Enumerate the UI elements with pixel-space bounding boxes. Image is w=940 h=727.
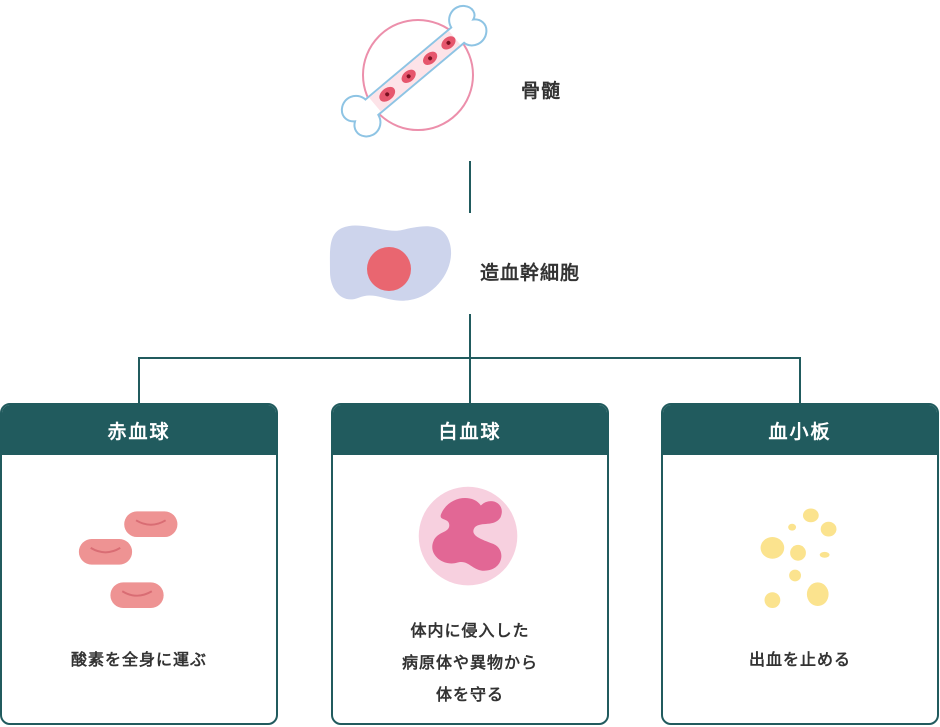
desc-line: 出血を止める: [748, 650, 851, 669]
white-blood-cell-icon: [418, 486, 518, 586]
card-description: 酸素を全身に運ぶ: [2, 644, 276, 676]
desc-line: 体を守る: [435, 685, 504, 704]
bone-marrow-icon: [340, 4, 488, 138]
platelet-icon: [760, 508, 837, 609]
card-white-blood-cell: 白血球 体内に侵入した 病原体や異物から 体を守る: [331, 403, 609, 725]
red-blood-cell-icon: [78, 511, 178, 609]
card-platelet: 血小板 出血を止める: [661, 403, 939, 725]
stem-cell-icon: [329, 225, 452, 301]
desc-line: 酸素を全身に運ぶ: [70, 650, 207, 669]
card-red-blood-cell: 赤血球 酸素を全身に運ぶ: [0, 403, 278, 725]
stem-cell-label: 造血幹細胞: [480, 262, 581, 284]
desc-line: 体内に侵入した: [410, 621, 530, 640]
card-title: 白血球: [333, 405, 607, 455]
card-title: 血小板: [663, 405, 937, 455]
desc-line: 病原体や異物から: [401, 653, 538, 672]
bone-marrow-label: 骨髄: [521, 80, 562, 102]
card-description: 体内に侵入した 病原体や異物から 体を守る: [333, 615, 607, 711]
card-description: 出血を止める: [663, 644, 937, 676]
card-title: 赤血球: [2, 405, 276, 455]
